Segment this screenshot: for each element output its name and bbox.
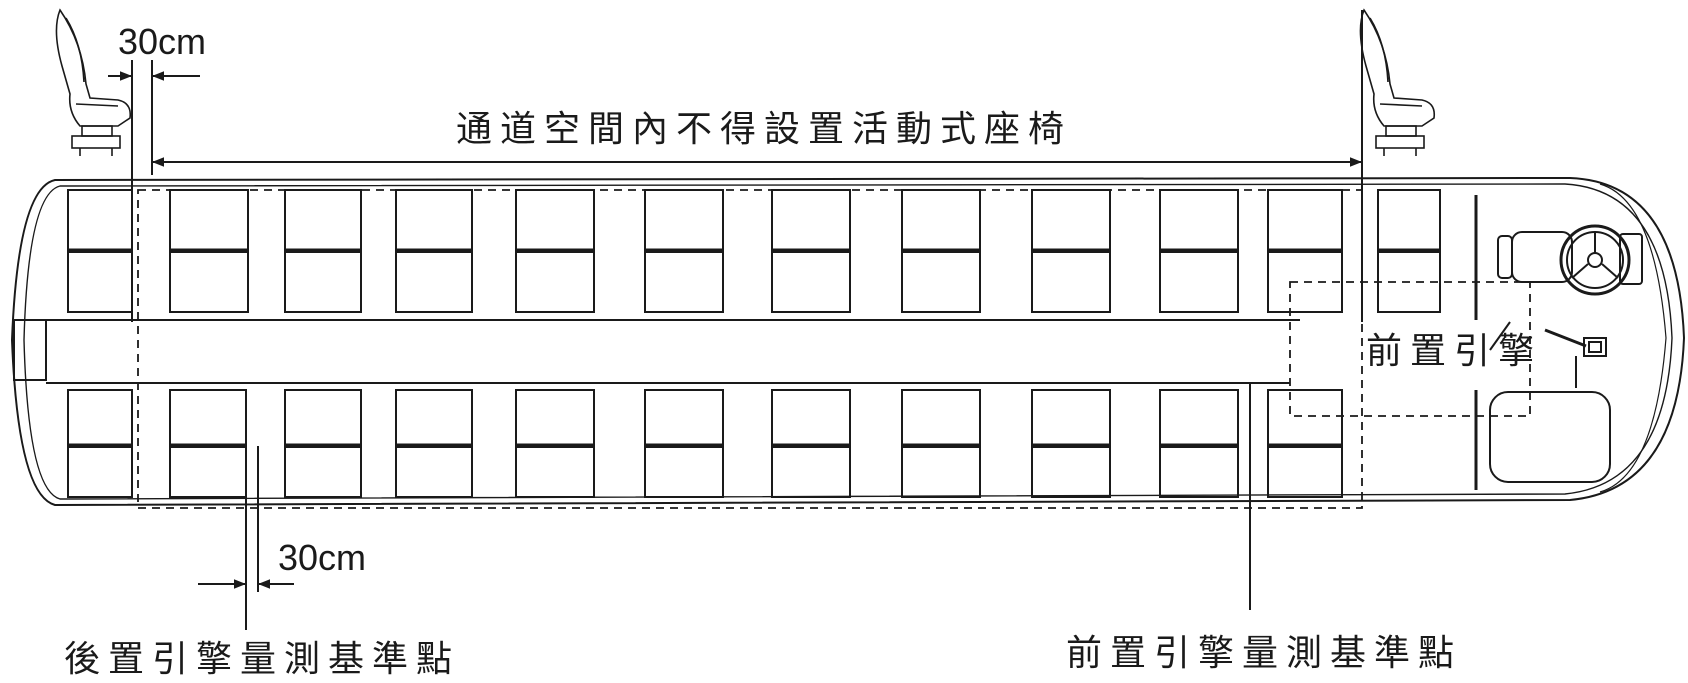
seat-column-lower-3 [284,389,362,498]
seat-column-upper-11 [1267,189,1343,313]
driver-seat-icon [1497,231,1573,283]
front-reference-label: 前置引擎量測基準點 [1066,633,1463,674]
seat-column-lower-7 [771,389,851,498]
steering-wheel-icon [1559,224,1643,296]
front-engine-label: 前置引擎 [1366,331,1543,372]
aisle-boundary-dashed [137,189,1363,509]
bus-body-outline [10,176,1686,507]
seat-column-lower-4 [395,389,473,498]
seat-gap-dimension [198,390,294,630]
rear-clearance-dimension [108,60,200,322]
seat-column-upper-9 [1031,189,1111,313]
upper-seat-bank [67,189,1441,313]
aisle-rule-label: 通道空間內不得設置活動式座椅 [456,109,1073,150]
seat-column-upper-10 [1159,189,1239,313]
aisle-rule-dimension [152,10,1363,322]
seat-column-upper-3 [284,189,362,313]
front-engine-box [1289,281,1531,417]
seat-column-lower-9 [1031,389,1111,498]
seat-column-upper-12 [1377,189,1441,313]
seat-column-upper-5 [515,189,595,313]
seat-column-upper-8 [901,189,981,313]
rear-reference-label: 後置引擎量測基準點 [64,639,461,680]
seat-column-upper-6 [644,189,724,313]
seat-column-lower-6 [644,389,724,498]
seat-column-upper-7 [771,189,851,313]
seat-column-lower-5 [515,389,595,498]
lower-seat-bank [67,389,1343,498]
side-seat-icon [1359,8,1436,156]
side-seat-icon [55,8,132,156]
rear-clearance-label: 30cm [118,21,207,62]
gear-lever-icon [1544,328,1607,388]
seat-column-lower-10 [1159,389,1239,498]
aisle [46,319,1300,384]
seat-column-lower-11 [1267,389,1343,498]
seat-column-upper-1 [67,189,133,313]
seat-gap-label: 30cm [278,537,367,578]
seat-column-lower-8 [901,389,981,498]
driver-area [1474,195,1643,490]
seat-column-lower-2 [169,389,247,498]
seat-column-upper-2 [169,189,249,313]
seat-column-upper-4 [395,189,473,313]
seat-column-lower-1 [67,389,133,498]
